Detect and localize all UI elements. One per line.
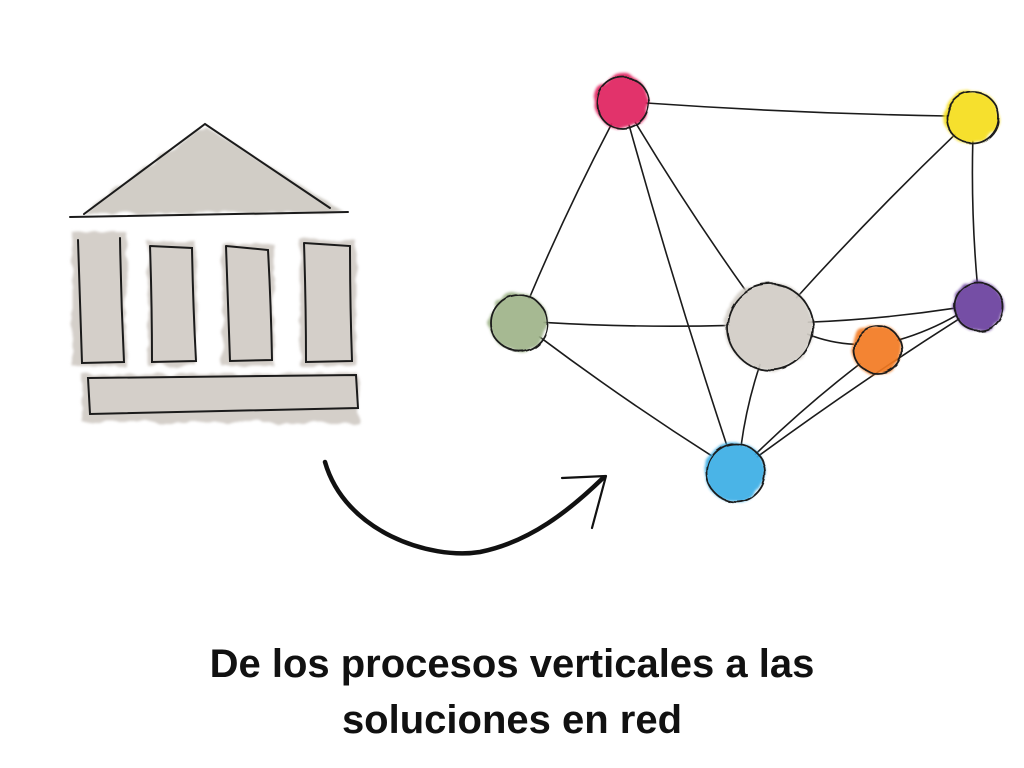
node-blue-fill (705, 442, 765, 502)
node-yellow-fill (945, 90, 999, 144)
edge-green-center (543, 321, 731, 327)
node-purple-fill (953, 281, 1003, 331)
node-orange-fill (852, 324, 902, 374)
node-center-outline (726, 283, 814, 371)
node-blue (705, 442, 766, 503)
edge-red-center (634, 121, 749, 294)
edge-center-purple (807, 307, 957, 323)
slide-caption: De los procesos verticales a las solucio… (112, 636, 912, 748)
edge-orange-purple (896, 314, 959, 341)
edge-orange-blue (754, 362, 861, 456)
edge-yellow-purple (971, 140, 979, 285)
edge-center-orange (806, 333, 856, 346)
node-purple-outline (954, 282, 1004, 332)
caption-line-1: De los procesos verticales a las (209, 642, 815, 686)
curved-arrow-icon (322, 459, 608, 556)
network-nodes (489, 75, 1004, 503)
node-green-fill (489, 293, 547, 351)
node-yellow (945, 90, 1000, 145)
node-red (595, 75, 650, 130)
node-green (489, 293, 548, 352)
edge-yellow-center (795, 133, 956, 299)
node-orange (852, 324, 903, 375)
building-outline (69, 122, 360, 416)
edge-red-yellow (645, 102, 949, 117)
edge-center-blue (740, 363, 761, 447)
edge-red-blue (628, 124, 728, 447)
node-blue-outline (706, 443, 766, 503)
node-red-outline (596, 76, 650, 130)
node-center-fill (725, 282, 813, 370)
network-graph-icon (489, 75, 1004, 503)
node-red-fill (595, 75, 649, 129)
node-orange-outline (853, 325, 903, 375)
node-green-outline (490, 294, 548, 352)
edge-red-green (528, 123, 613, 300)
caption-line-2: soluciones en red (341, 698, 683, 742)
node-center (725, 282, 814, 371)
node-yellow-outline (946, 91, 1000, 145)
edge-purple-blue (756, 317, 961, 458)
network-edges (528, 102, 979, 458)
edge-green-blue (538, 336, 714, 458)
node-purple (953, 281, 1004, 332)
institution-building-icon (69, 122, 360, 422)
